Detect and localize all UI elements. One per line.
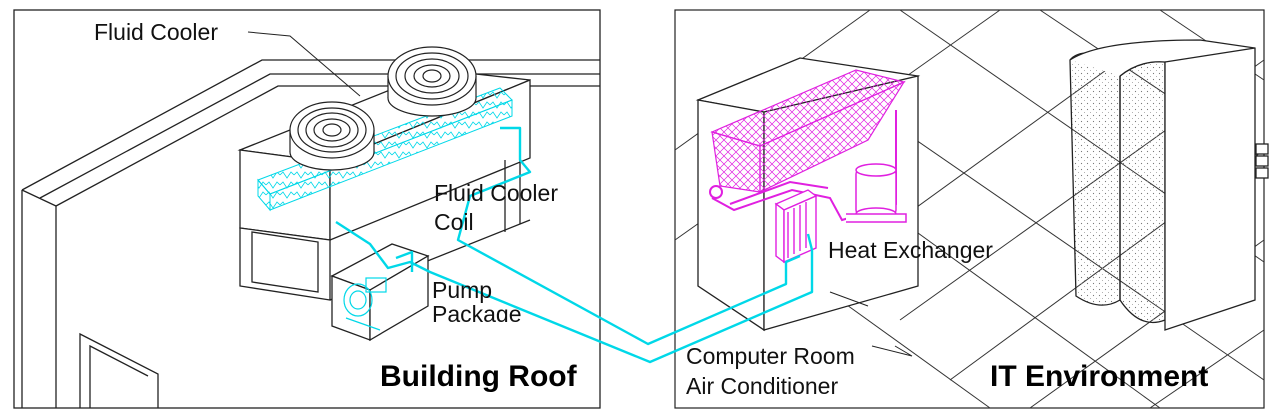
heat-exchanger-label: Heat Exchanger [828, 237, 993, 263]
fluid-loop-piping [335, 126, 814, 364]
it-environment-panel [674, 9, 1265, 409]
evaporator-coil [710, 69, 906, 193]
pump-package-label-line1: Pump [432, 277, 493, 303]
fluid-cooler-coil-label-line1: Fluid Cooler [434, 180, 558, 206]
pump-package-label-clip: Package [428, 300, 528, 322]
building-roof-title: Building Roof [380, 360, 577, 393]
leader-lines [247, 31, 913, 357]
fluid-cooler-label: Fluid Cooler [94, 19, 218, 45]
compressor-icon [846, 163, 907, 223]
pump-icon [343, 277, 387, 331]
fluid-cooler-coil-label-line2: Coil [434, 209, 474, 235]
crac-label-line2: Air Conditioner [686, 373, 839, 399]
it-environment-title: IT Environment [990, 360, 1209, 393]
server-rack [1069, 39, 1269, 331]
fan-icon [387, 46, 477, 117]
fan-icon [289, 101, 375, 171]
crac-label-line1: Computer Room [686, 343, 855, 369]
heat-exchanger-icon [774, 189, 818, 264]
pump-package-label-line2: Package [432, 301, 522, 322]
